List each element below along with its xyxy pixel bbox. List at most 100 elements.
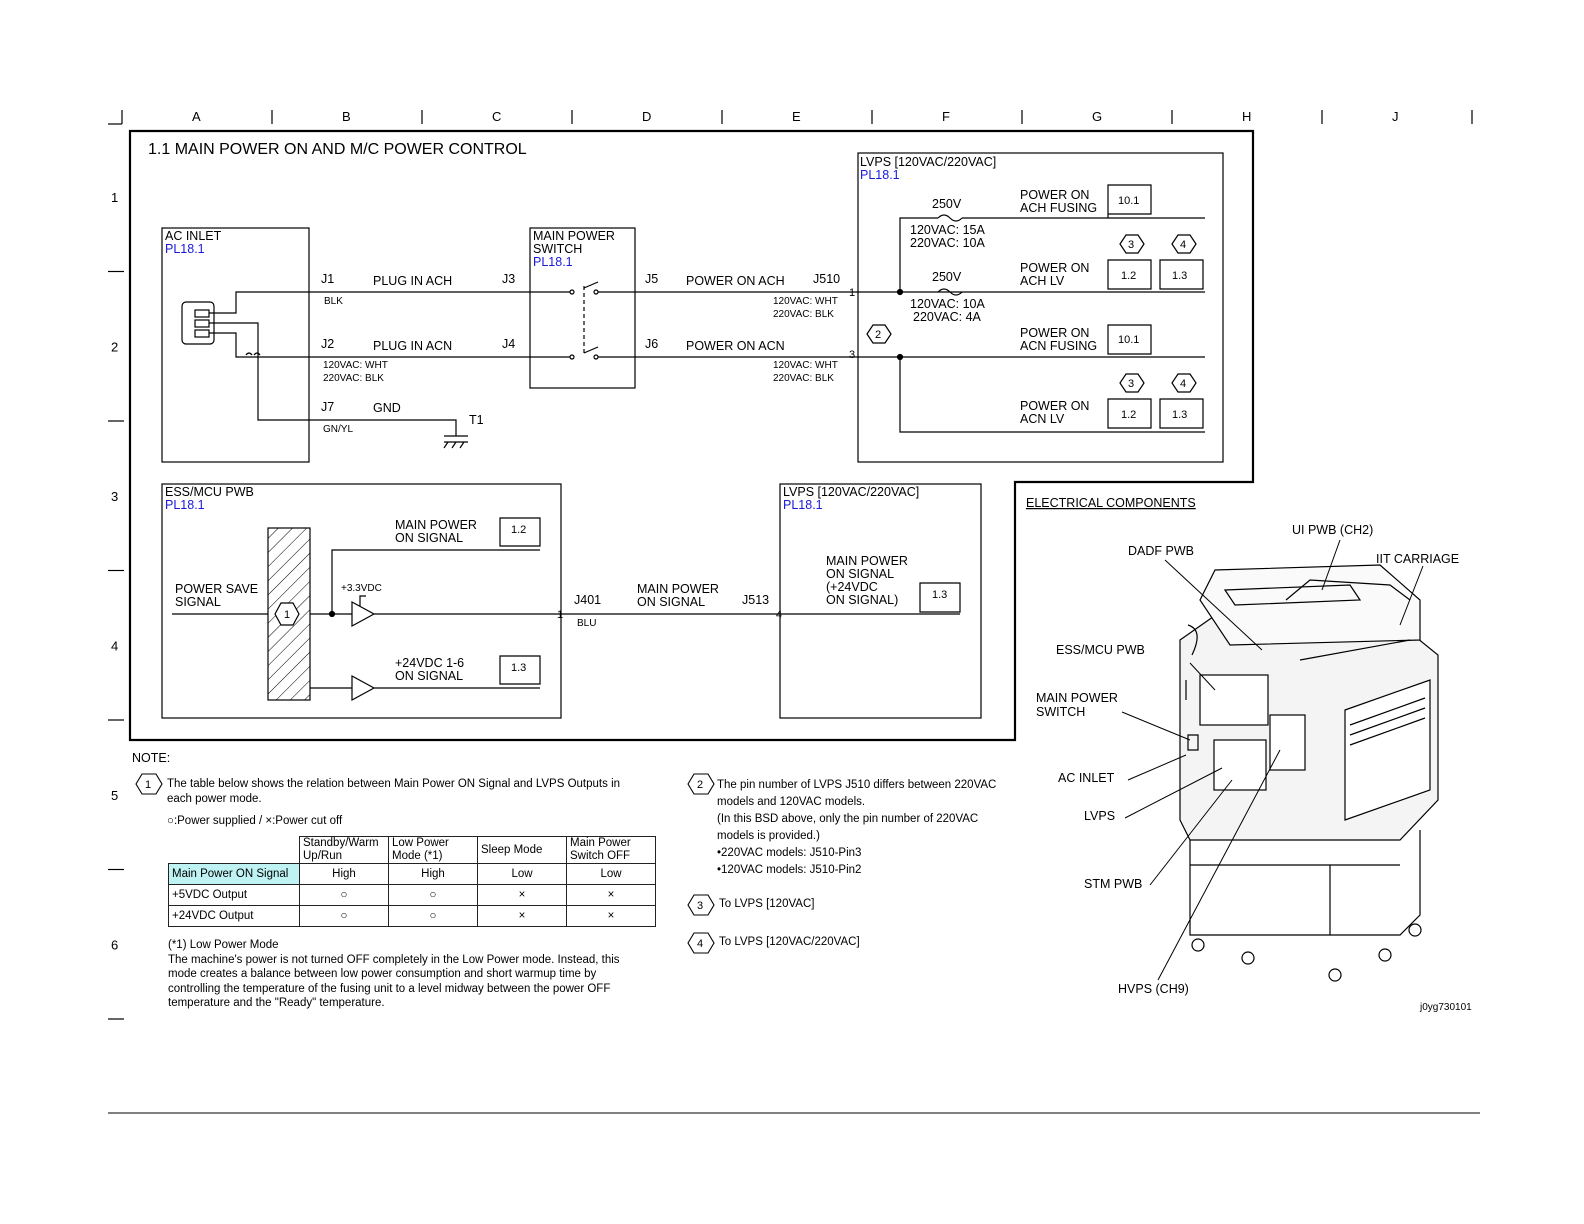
table-cell: ○ <box>388 884 478 906</box>
mp-sig-2: ON SIGNAL <box>637 595 705 609</box>
column-label: C <box>492 109 501 124</box>
note2-line: (In this BSD above, only the pin number … <box>717 813 979 825</box>
note2-line: The pin number of LVPS J510 differs betw… <box>717 779 997 791</box>
table-cell: ○ <box>299 884 389 906</box>
power-on-ach: POWER ON ACH <box>686 274 785 288</box>
low-power-title: (*1) Low Power Mode <box>168 939 279 951</box>
note2-line: •220VAC models: J510-Pin3 <box>717 847 862 859</box>
mp-sig-1: MAIN POWER <box>637 582 719 596</box>
note2-badge: 2 <box>697 779 703 791</box>
comp-iit: IIT CARRIAGE <box>1376 552 1459 566</box>
pin-3: 3 <box>849 349 855 361</box>
j513: J513 <box>742 593 769 607</box>
ac-inlet-label: AC INLET <box>165 229 222 243</box>
table-cell: × <box>566 884 656 906</box>
column-label: H <box>1242 109 1251 124</box>
note1-text: The table below shows the relation betwe… <box>167 777 620 807</box>
acn-fusing-ref: 10.1 <box>1118 334 1139 346</box>
j2: J2 <box>321 337 334 351</box>
blu: BLU <box>577 618 596 629</box>
acn-lv-1: POWER ON <box>1020 399 1089 413</box>
ess-mcu-label: ESS/MCU PWB <box>165 485 254 499</box>
ach-fusing-ref: 10.1 <box>1118 195 1139 207</box>
mp-on-2: ON SIGNAL <box>395 531 463 545</box>
note2-line: models is provided.) <box>717 830 820 842</box>
note2-line: models and 120VAC models. <box>717 796 866 808</box>
mp-on-ref: 1.2 <box>511 524 526 536</box>
row-label: 4 <box>111 639 118 654</box>
table-cell: ○ <box>388 905 478 927</box>
comp-lvps: LVPS <box>1084 809 1115 823</box>
j6: J6 <box>645 337 658 351</box>
row-label: 5 <box>111 788 118 803</box>
j7: J7 <box>321 400 334 414</box>
column-label: G <box>1092 109 1102 124</box>
note4-text: To LVPS [120VAC/220VAC] <box>719 936 860 948</box>
gnd: GND <box>373 401 401 415</box>
hex-3a: 3 <box>1128 239 1134 251</box>
comp-dadf: DADF PWB <box>1128 544 1194 558</box>
comp-mps2: SWITCH <box>1036 705 1085 719</box>
power-save-1: POWER SAVE <box>175 582 258 596</box>
plug-acn: PLUG IN ACN <box>373 339 452 353</box>
blk-e2: 220VAC: BLK <box>773 373 834 384</box>
note2-text: The pin number of LVPS J510 differs betw… <box>717 777 996 879</box>
main-switch-label-2: SWITCH <box>533 242 582 256</box>
acn-lv-ref2: 1.3 <box>1172 409 1187 421</box>
wht-e2: 120VAC: WHT <box>773 360 838 371</box>
v24-ref: 1.3 <box>511 662 526 674</box>
row-label: 3 <box>111 489 118 504</box>
pin-4: 4 <box>776 609 782 621</box>
note1-badge: 1 <box>145 779 151 791</box>
fuse2-b: 220VAC: 4A <box>913 310 982 324</box>
fuse2-v: 250V <box>932 270 962 284</box>
row-label: 6 <box>111 938 118 953</box>
fuse1-a: 120VAC: 15A <box>910 223 985 237</box>
mp-on-1: MAIN POWER <box>395 518 477 532</box>
table-corner <box>169 837 300 864</box>
comp-ui-pwb: UI PWB (CH2) <box>1292 523 1373 537</box>
fuse2-a: 120VAC: 10A <box>910 297 985 311</box>
acn-fusing-1: POWER ON <box>1020 326 1089 340</box>
table-cell: × <box>477 884 567 906</box>
table-cell: × <box>566 905 656 927</box>
wht-e: 120VAC: WHT <box>773 296 838 307</box>
lv-sig-ref: 1.3 <box>932 589 947 601</box>
v24-1: +24VDC 1-6 <box>395 656 464 670</box>
column-label: A <box>192 109 201 124</box>
table-cell: × <box>477 905 567 927</box>
wht: 120VAC: WHT <box>323 360 388 371</box>
leader-lines <box>1121 539 1424 981</box>
note1-line1: The table below shows the relation betwe… <box>167 778 621 790</box>
low-power-line: mode creates a balance between low power… <box>168 968 597 980</box>
note1-line2: each power mode. <box>167 793 262 805</box>
column-label: D <box>642 109 651 124</box>
pin-1b: 1 <box>557 609 563 621</box>
hex-3b: 3 <box>1128 378 1134 390</box>
hex-1: 1 <box>284 609 290 621</box>
table-header: Sleep Mode <box>477 836 567 864</box>
lvps-top-ref: PL18.1 <box>860 168 900 182</box>
table-row: Main Power ON Signal High High Low Low <box>168 863 656 885</box>
row-label: +5VDC Output <box>168 884 300 906</box>
lv-sig-3: (+24VDC <box>826 580 878 594</box>
lvps-top-label: LVPS [120VAC/220VAC] <box>860 155 996 169</box>
pin-1: 1 <box>849 287 855 299</box>
comp-hvps: HVPS (CH9) <box>1118 982 1189 996</box>
column-label: E <box>792 109 801 124</box>
row-label: +24VDC Output <box>168 905 300 927</box>
note4-badge: 4 <box>697 938 703 950</box>
blk-e: 220VAC: BLK <box>773 309 834 320</box>
table-row: +24VDC Output ○ ○ × × <box>168 905 656 927</box>
blk2: 220VAC: BLK <box>323 373 384 384</box>
comp-mps1: MAIN POWER <box>1036 691 1118 705</box>
blk: BLK <box>324 296 343 307</box>
lv-sig-2: ON SIGNAL <box>826 567 894 581</box>
j3: J3 <box>502 272 515 286</box>
